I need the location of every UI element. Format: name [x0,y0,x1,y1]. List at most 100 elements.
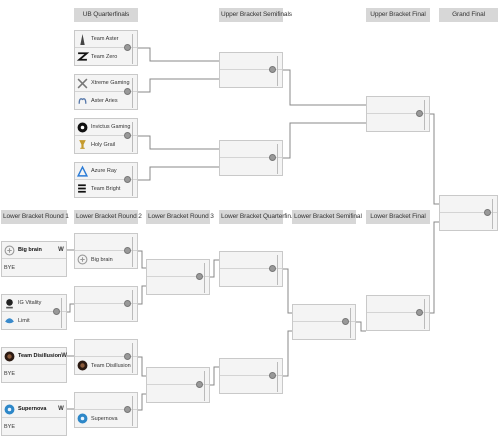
match-handle[interactable] [124,300,131,307]
match-divider [132,166,133,196]
lb-sf-match[interactable] [292,304,356,340]
lb-r1-match-2[interactable]: IG Vitality Limit [1,294,67,330]
team-slot[interactable] [147,368,209,385]
ig-vitality-icon [4,298,15,309]
lb-r2-match-3[interactable]: Team Disillusion [74,339,138,375]
connector-line [138,356,146,377]
ub-qf-match-4[interactable]: Azure Ray Team Bright [74,162,138,198]
team-slot[interactable]: Aster Aries [75,92,137,109]
match-handle[interactable] [124,176,131,183]
team-score: W [61,353,67,359]
team-slot[interactable]: Team Bright [75,180,137,197]
header-lb-round-2: Lower Bracket Round 2 [74,210,142,224]
match-handle[interactable] [124,88,131,95]
connector-line [210,259,219,278]
team-slot[interactable] [75,234,137,251]
match-divider [277,56,278,86]
match-handle[interactable] [196,381,203,388]
team-slot[interactable]: Team Disillusion [75,357,137,374]
lb-r3-match-1[interactable] [146,259,210,295]
connector-line [430,113,439,205]
team-name: IG Vitality [18,300,42,306]
team-slot[interactable] [367,296,429,313]
team-slot[interactable]: Team Zero [75,48,137,65]
connector-line [138,78,219,93]
team-slot[interactable]: BYE [2,365,66,382]
match-handle[interactable] [124,44,131,51]
team-name: Supernova [18,406,47,412]
header-ub-quarterfinals: UB Quarterfinals [74,8,138,22]
team-slot[interactable] [220,53,282,70]
team-score: W [58,406,64,412]
lb-r2-match-4[interactable]: Supernova [74,392,138,428]
match-handle[interactable] [416,309,423,316]
match-handle[interactable] [484,209,491,216]
ub-final-match[interactable] [366,96,430,132]
team-slot[interactable]: Limit [2,312,66,329]
match-divider [277,362,278,392]
grand-final-match[interactable] [439,195,498,231]
lb-r1-match-4[interactable]: Supernova W BYE [1,400,67,436]
team-slot[interactable]: Supernova W [2,401,66,418]
header-lb-final: Lower Bracket Final [366,210,430,224]
ub-qf-match-2[interactable]: Xtreme Gaming Aster Aries [74,74,138,110]
lb-r3-match-2[interactable] [146,367,210,403]
team-slot[interactable]: Invictus Gaming [75,119,137,136]
lb-r2-match-1[interactable]: Big brain [74,233,138,269]
connector-line [283,268,292,314]
ub-sf-match-2[interactable] [219,140,283,176]
lb-qf-match-2[interactable] [219,358,283,394]
ub-sf-match-1[interactable] [219,52,283,88]
team-slot[interactable]: BYE [2,418,66,435]
match-handle[interactable] [53,308,60,315]
match-handle[interactable] [124,406,131,413]
team-slot[interactable] [220,359,282,376]
match-handle[interactable] [342,318,349,325]
match-handle[interactable] [416,110,423,117]
team-name: Limit [18,317,30,324]
match-handle[interactable] [124,132,131,139]
team-slot[interactable]: Xtreme Gaming [75,75,137,92]
match-handle[interactable] [196,273,203,280]
match-divider [424,100,425,130]
team-slot[interactable]: Holy Grail [75,136,137,153]
match-handle[interactable] [269,372,276,379]
match-handle[interactable] [269,265,276,272]
ub-qf-match-3[interactable]: Invictus Gaming Holy Grail [74,118,138,154]
team-slot[interactable] [75,393,137,410]
team-slot[interactable] [220,252,282,269]
team-slot[interactable]: Big brain [75,251,137,268]
team-slot[interactable] [220,141,282,158]
ub-qf-match-1[interactable]: Team Aster Team Zero [74,30,138,66]
match-divider [492,199,493,229]
team-slot[interactable] [147,260,209,277]
match-divider [132,396,133,426]
team-name: Big brain [18,247,42,253]
team-slot[interactable]: Supernova [75,410,137,427]
team-slot[interactable] [75,340,137,357]
team-slot[interactable]: Team Aster [75,31,137,48]
match-handle[interactable] [269,66,276,73]
team-slot[interactable] [293,305,355,322]
lb-final-match[interactable] [366,295,430,331]
team-slot[interactable] [75,287,137,304]
team-slot[interactable] [367,97,429,114]
limit-icon [4,315,15,326]
team-slot[interactable]: Azure Ray [75,163,137,180]
lb-qf-match-1[interactable] [219,251,283,287]
team-slot[interactable]: BYE [2,259,66,276]
match-divider [132,237,133,267]
match-handle[interactable] [124,353,131,360]
match-handle[interactable] [124,247,131,254]
team-slot[interactable]: IG Vitality [2,295,66,312]
lb-r2-match-2[interactable] [74,286,138,322]
team-slot[interactable] [440,196,497,213]
match-divider [350,308,351,338]
match-handle[interactable] [269,154,276,161]
team-name: Team Disillusion [91,362,131,369]
